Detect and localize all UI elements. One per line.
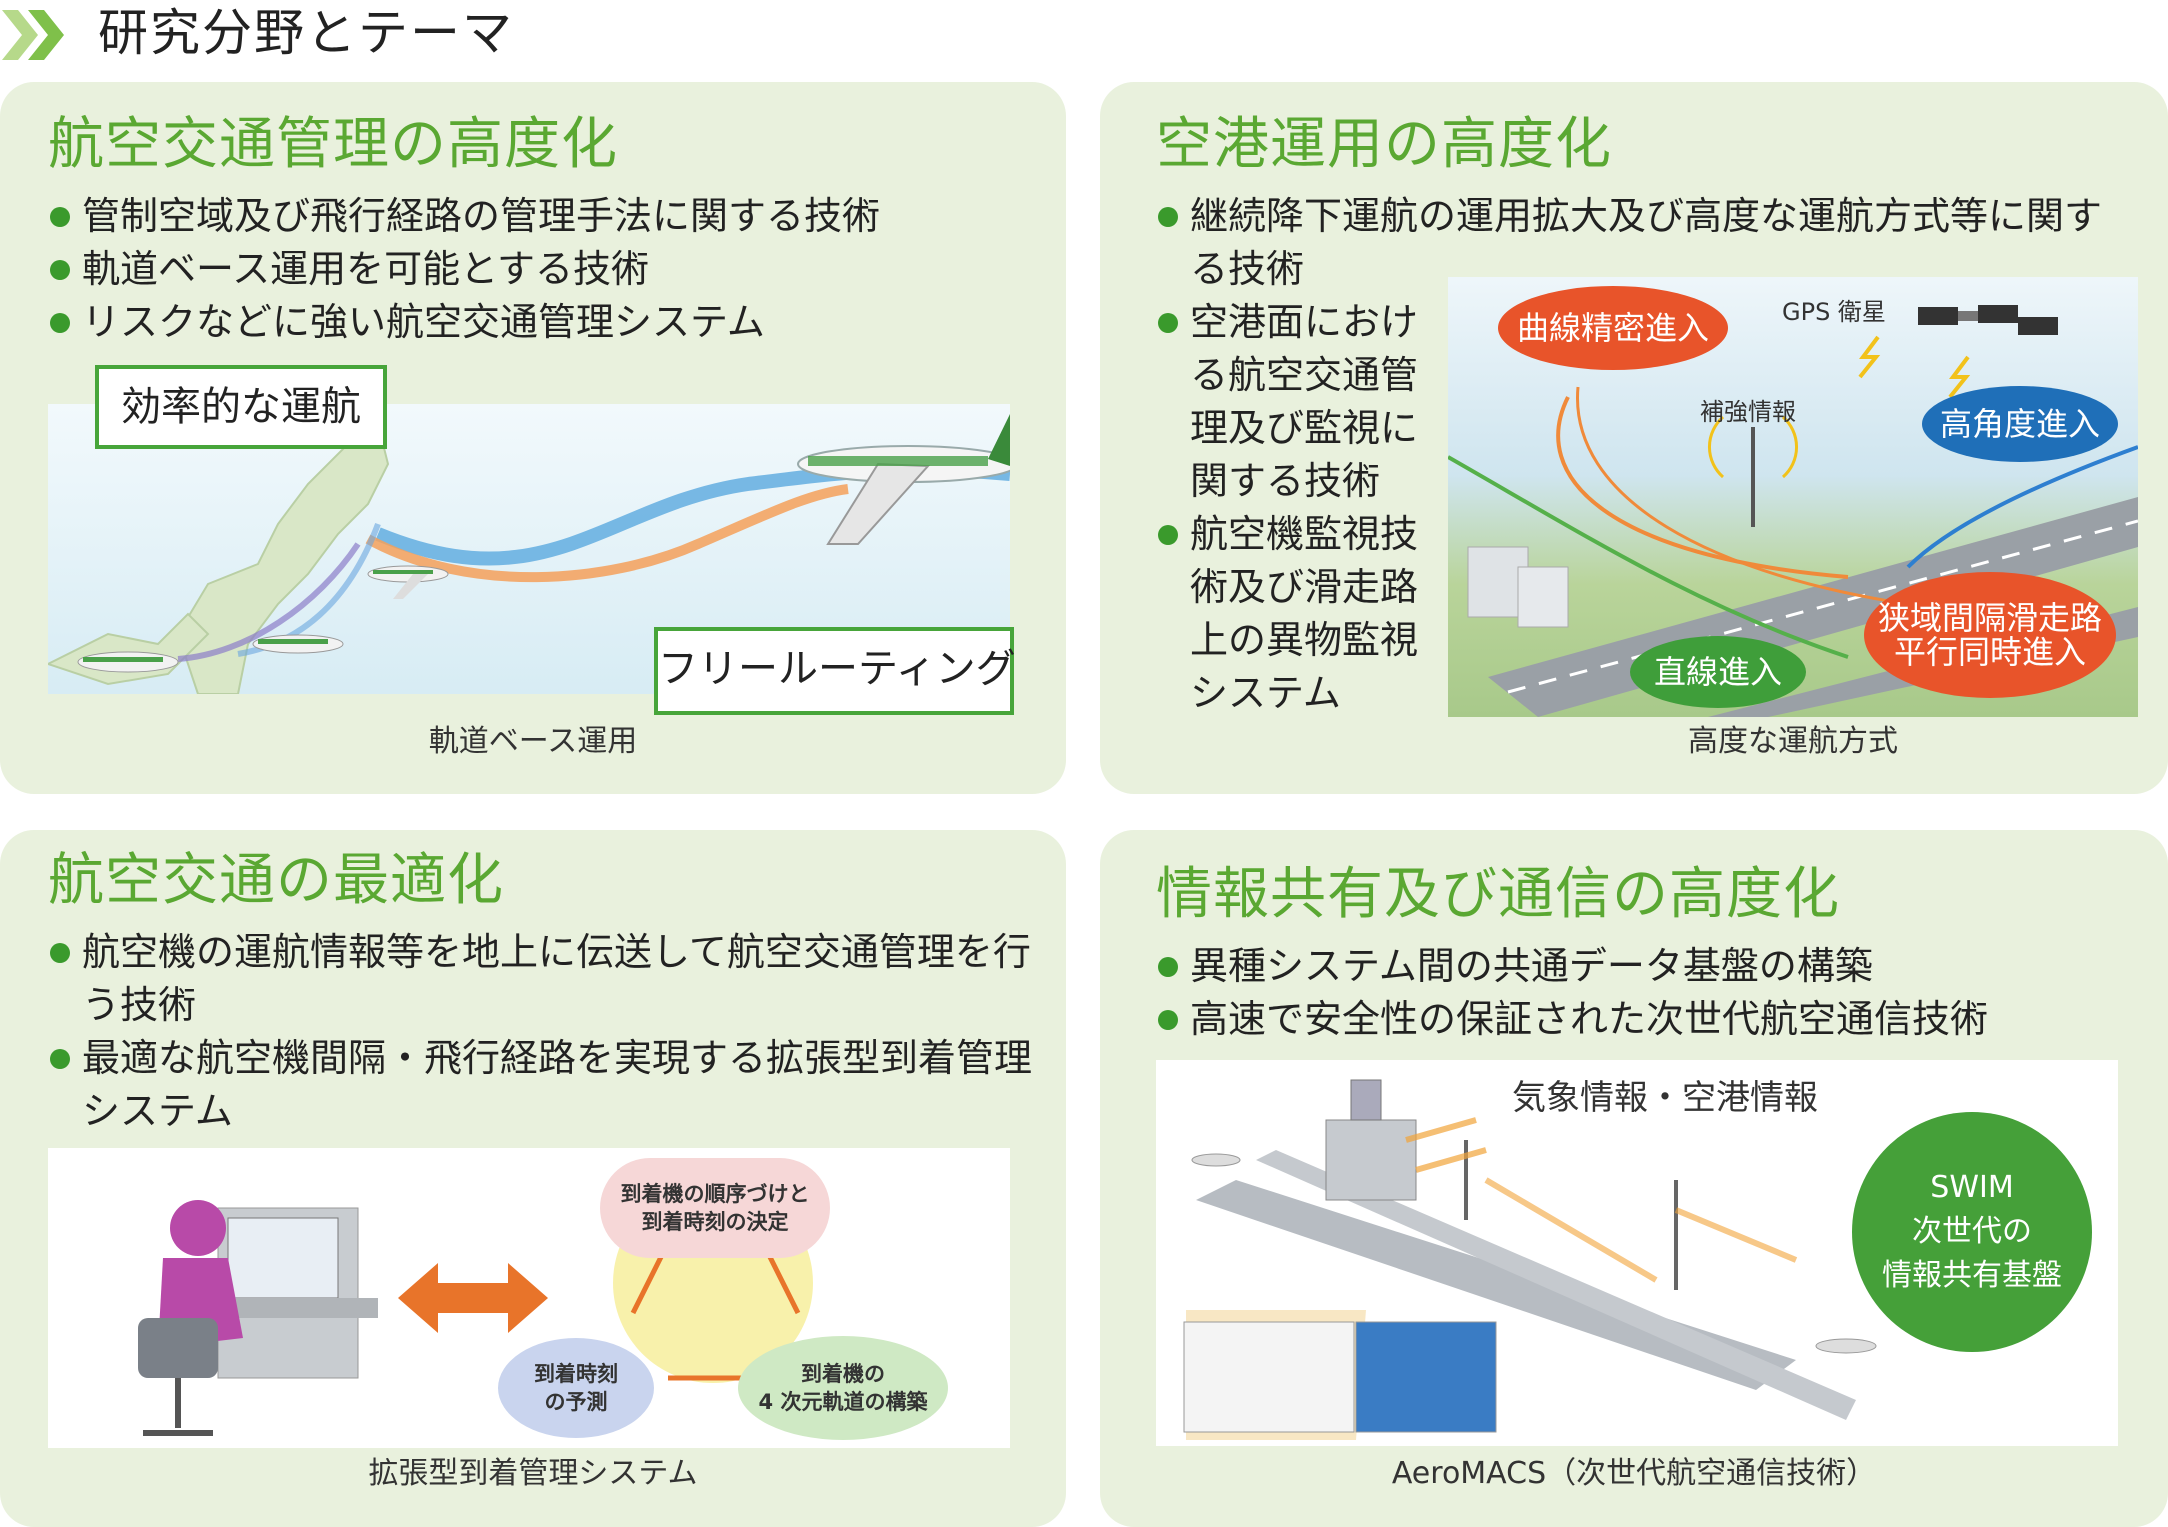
4d-trajectory-bubble: 到着機の 4 次元軌道の構築	[738, 1336, 948, 1440]
list-item: 航空機の運航情報等を地上に伝送して航空交通管理を行 う技術	[48, 926, 1048, 1032]
card-title: 航空交通管理の高度化	[48, 112, 618, 177]
bullet-list: 異種システム間の共通データ基盤の構築 高速で安全性の保証された次世代航空通信技術	[1156, 940, 2156, 1046]
list-item: リスクなどに強い航空交通管理システム	[48, 296, 1048, 349]
double-arrow-icon	[398, 1263, 548, 1333]
arrow-icon	[630, 1251, 666, 1315]
card-communications: 情報共有及び通信の高度化 異種システム間の共通データ基盤の構築 高速で安全性の保…	[1100, 830, 2168, 1527]
list-item: 空港面におけ る航空交通管 理及び監視に 関する技術	[1156, 296, 2156, 508]
augmentation-info-label: 補強情報	[1700, 398, 1796, 426]
list-item: 管制空域及び飛行経路の管理手法に関する技術	[48, 190, 1048, 243]
free-routing-label: フリールーティング	[654, 627, 1016, 715]
aeromacs-figure	[1156, 1060, 2118, 1446]
airplane-icon	[252, 634, 344, 654]
bullet-list: 継続降下運航の運用拡大及び高度な運航方式等に関す る技術 空港面におけ る航空交…	[1156, 190, 2156, 720]
figure-caption: 軌道ベース運用	[428, 724, 638, 759]
control-tower-icon	[1325, 1119, 1417, 1201]
list-item: 継続降下運航の運用拡大及び高度な運航方式等に関す る技術	[1156, 190, 2156, 296]
controller-person-icon	[170, 1200, 226, 1256]
sequencing-bubble: 到着機の順序づけと 到着時刻の決定	[600, 1158, 830, 1258]
high-angle-approach-tag: 高角度進入	[1922, 386, 2118, 462]
bullet-list: 管制空域及び飛行経路の管理手法に関する技術 軌道ベース運用を可能とする技術 リス…	[48, 190, 1048, 349]
list-item: 航空機監視技 術及び滑走路 上の異物監視 システム	[1156, 508, 2156, 720]
card-title: 情報共有及び通信の高度化	[1156, 862, 1840, 927]
card-atm: 航空交通管理の高度化 管制空域及び飛行経路の管理手法に関する技術 軌道ベース運用…	[0, 82, 1066, 794]
page-header: 研究分野とテーマ	[0, 0, 2168, 70]
figure-caption: AeroMACS（次世代航空通信技術）	[1391, 1456, 1877, 1491]
airplane-icon	[367, 565, 449, 599]
airplane-icon	[77, 651, 179, 673]
list-item: 異種システム間の共通データ基盤の構築	[1156, 940, 2156, 993]
chevron-double-icon	[2, 10, 64, 60]
bullet-list: 航空機の運航情報等を地上に伝送して航空交通管理を行 う技術 最適な航空機間隔・飛…	[48, 926, 1048, 1138]
list-item: 最適な航空機間隔・飛行経路を実現する拡張型到着管理 システム	[48, 1032, 1048, 1138]
airplane-icon	[1815, 1338, 1877, 1354]
parallel-approach-tag: 狭域間隔滑走路 平行同時進入	[1864, 572, 2116, 698]
efficient-operation-label: 効率的な運航	[95, 365, 387, 449]
weather-airport-info-label: 気象情報・空港情報	[1512, 1078, 1818, 1118]
figure-caption: 拡張型到着管理システム	[368, 1456, 698, 1491]
airplane-icon	[1191, 1153, 1241, 1167]
satellite-icon	[1918, 305, 2058, 335]
gps-satellite-label: GPS 衛星	[1782, 298, 1886, 326]
airplane-icon	[797, 414, 1010, 545]
card-airport: 空港運用の高度化 継続降下運航の運用拡大及び高度な運航方式等に関す る技術 空港…	[1100, 82, 2168, 794]
curved-approach-tag: 曲線精密進入	[1498, 286, 1728, 370]
list-item: 軌道ベース運用を可能とする技術	[48, 243, 1048, 296]
japan-map-illustration	[48, 414, 1010, 694]
arrow-icon	[765, 1251, 801, 1315]
card-title: 航空交通の最適化	[48, 848, 504, 913]
arrival-prediction-bubble: 到着時刻 の予測	[498, 1338, 654, 1438]
list-item: 高速で安全性の保証された次世代航空通信技術	[1156, 993, 2156, 1046]
airport-network-illustration	[1183, 1079, 1877, 1440]
figure-caption: 高度な運航方式	[1688, 724, 1898, 759]
straight-approach-tag: 直線進入	[1630, 636, 1806, 708]
card-title: 空港運用の高度化	[1156, 112, 1612, 177]
swim-circle: SWIM 次世代の 情報共有基盤	[1852, 1112, 2092, 1352]
page-title: 研究分野とテーマ	[98, 4, 514, 62]
card-optimization: 航空交通の最適化 航空機の運航情報等を地上に伝送して航空交通管理を行 う技術 最…	[0, 830, 1066, 1527]
